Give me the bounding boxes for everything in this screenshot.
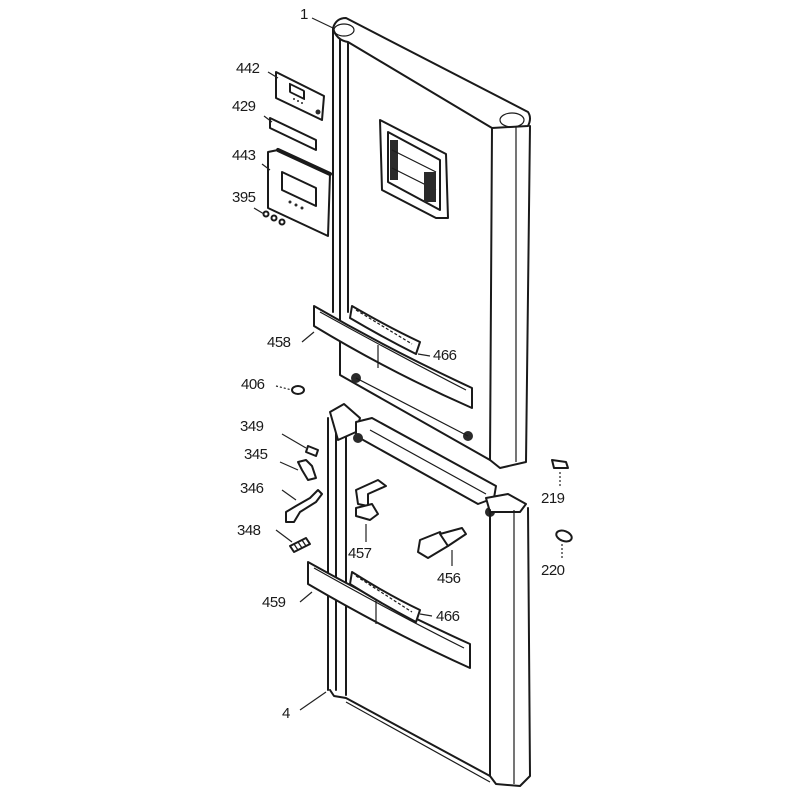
part-label-443: 443 [232, 147, 256, 164]
part-label-458: 458 [267, 334, 291, 351]
part-label-1: 1 [300, 6, 308, 23]
part-label-345: 345 [244, 446, 268, 463]
lower-door [327, 403, 531, 787]
part-label-457: 457 [348, 545, 372, 562]
part-label-406: 406 [241, 376, 265, 393]
part-label-429: 429 [232, 98, 256, 115]
part-label-348: 348 [237, 522, 261, 539]
part-label-4: 4 [282, 705, 290, 722]
upper-handle [313, 305, 473, 441]
part-label-442: 442 [236, 60, 260, 77]
lower-handle [307, 561, 471, 669]
part-label-395: 395 [232, 189, 256, 206]
part-label-466-lower: 466 [436, 608, 460, 625]
leader-lines [253, 17, 563, 711]
control-panel-parts [262, 71, 332, 237]
part-label-466-upper: 466 [433, 347, 457, 364]
upper-door [332, 17, 531, 469]
part-label-219: 219 [541, 490, 565, 507]
part-label-346: 346 [240, 480, 264, 497]
part-label-220: 220 [541, 562, 565, 579]
part-label-459: 459 [262, 594, 286, 611]
part-label-456: 456 [437, 570, 461, 587]
hinge-hardware [285, 385, 573, 559]
part-label-349: 349 [240, 418, 264, 435]
